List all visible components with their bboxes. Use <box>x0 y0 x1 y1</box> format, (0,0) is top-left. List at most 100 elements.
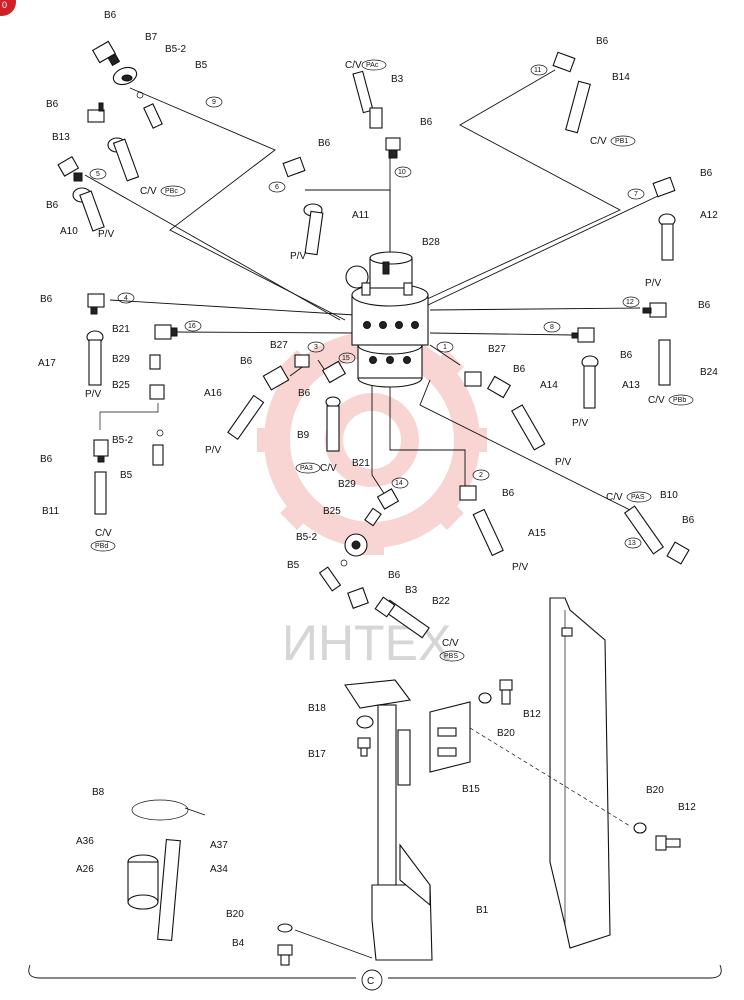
o-ring-b5-2-low <box>340 559 348 567</box>
svg-text:P/V: P/V <box>290 251 306 262</box>
hose-a17 <box>86 330 104 386</box>
svg-text:B6: B6 <box>420 117 433 128</box>
hose-b9 <box>325 396 341 452</box>
fitting-b6-cl <box>262 365 290 391</box>
svg-text:P/V: P/V <box>572 418 588 429</box>
svg-text:B17: B17 <box>308 749 326 760</box>
svg-text:B21: B21 <box>352 458 370 469</box>
svg-text:C/V: C/V <box>590 136 607 147</box>
hose-a16 <box>227 394 265 441</box>
fitting-b6-r3 <box>571 327 595 343</box>
fitting-b6-r5 <box>666 541 690 565</box>
svg-text:B28: B28 <box>422 237 440 248</box>
svg-text:B20: B20 <box>646 785 664 796</box>
svg-text:B8: B8 <box>92 787 105 798</box>
hose-a37 <box>157 838 181 942</box>
manifold-b28 <box>345 251 429 388</box>
washer-b20-top <box>478 692 492 704</box>
nipple-b5-low <box>318 566 342 592</box>
svg-text:B11: B11 <box>42 506 59 517</box>
hose-a11 <box>303 203 324 256</box>
washer-b20-bottom <box>633 822 647 834</box>
svg-text:B10: B10 <box>660 490 678 501</box>
svg-text:B6: B6 <box>104 10 117 21</box>
svg-text:B5-2: B5-2 <box>165 44 187 55</box>
fitting-b6-topcenter <box>385 137 401 159</box>
svg-text:P/V: P/V <box>205 445 221 456</box>
svg-text:B24: B24 <box>700 367 718 378</box>
svg-text:B6: B6 <box>240 356 253 367</box>
svg-text:3: 3 <box>314 344 318 351</box>
bolt-b4 <box>277 944 293 966</box>
fitting-b21-low <box>376 488 400 510</box>
svg-text:B7: B7 <box>145 32 158 43</box>
fitting-b6-cc <box>321 360 347 384</box>
fitting-b7 <box>112 66 138 86</box>
svg-text:B18: B18 <box>308 703 326 714</box>
svg-text:B6: B6 <box>40 454 53 465</box>
fitting-b27-left <box>294 354 310 368</box>
fitting-b25-left <box>149 384 165 400</box>
hose-b22 <box>374 596 430 639</box>
svg-text:B29: B29 <box>112 354 130 365</box>
svg-text:B6: B6 <box>682 515 695 526</box>
svg-text:PA3: PA3 <box>300 465 313 472</box>
fitting-b6-right1 <box>652 176 676 198</box>
svg-text:13: 13 <box>628 540 636 547</box>
svg-text:9: 9 <box>212 99 216 106</box>
nipple-b29-low <box>364 507 382 527</box>
hose-a14 <box>511 404 546 451</box>
screw-b17 <box>357 737 371 757</box>
svg-text:10: 10 <box>398 169 406 176</box>
svg-text:PAc: PAc <box>366 62 379 69</box>
svg-text:B3: B3 <box>405 585 418 596</box>
svg-text:8: 8 <box>550 324 554 331</box>
o-ring-b5-2 <box>136 91 144 99</box>
hose-lines <box>84 69 661 511</box>
svg-text:A36: A36 <box>76 836 94 847</box>
svg-text:B20: B20 <box>497 728 515 739</box>
leader-b20-low <box>294 929 373 959</box>
circle-numbers: 1 2 3 4 5 6 7 8 9 10 11 12 13 14 15 16 <box>89 64 645 549</box>
svg-text:B6: B6 <box>620 350 633 361</box>
svg-text:B6: B6 <box>318 138 331 149</box>
svg-text:B29: B29 <box>338 479 356 490</box>
svg-text:2: 2 <box>479 472 483 479</box>
fitting-b6-topright <box>552 51 576 73</box>
svg-text:A34: A34 <box>210 864 228 875</box>
hose-b14 <box>565 80 591 134</box>
hose-a15 <box>472 508 504 557</box>
svg-text:A37: A37 <box>210 840 228 851</box>
svg-text:B6: B6 <box>502 488 515 499</box>
svg-text:11: 11 <box>534 67 541 74</box>
svg-text:B6: B6 <box>596 36 609 47</box>
svg-text:B14: B14 <box>612 72 630 83</box>
hose-b10 <box>623 505 665 555</box>
svg-text:7: 7 <box>634 191 638 198</box>
svg-text:PBc: PBc <box>165 188 178 195</box>
clamp-a36 <box>127 854 159 910</box>
svg-text:PBb: PBb <box>673 397 686 404</box>
bolt-b12-bottom <box>655 835 681 851</box>
svg-text:B25: B25 <box>323 506 341 517</box>
svg-text:B6: B6 <box>298 388 311 399</box>
svg-text:B6: B6 <box>46 200 59 211</box>
hose-a13 <box>581 355 599 409</box>
bracket-b1 <box>344 679 433 961</box>
nipple-b5-left <box>152 444 164 466</box>
svg-text:16: 16 <box>188 323 196 330</box>
svg-text:B6: B6 <box>388 570 401 581</box>
svg-text:B15: B15 <box>462 784 480 795</box>
frame-left <box>28 964 356 979</box>
view-marker: C <box>361 969 383 991</box>
fitting-b6-leftlow <box>93 439 109 463</box>
svg-text:5: 5 <box>96 171 100 178</box>
labels: B6 B7 B5-2 B5 B6 B13 C/V B6 A10 P/V C/V … <box>38 10 718 949</box>
svg-text:B5: B5 <box>287 560 300 571</box>
hose-b11 <box>94 471 107 515</box>
svg-text:B1: B1 <box>476 905 489 916</box>
corner-badge: 0 <box>0 0 16 16</box>
svg-text:A17: A17 <box>38 358 56 369</box>
svg-text:C/V: C/V <box>442 638 459 649</box>
svg-text:A10: A10 <box>60 226 78 237</box>
